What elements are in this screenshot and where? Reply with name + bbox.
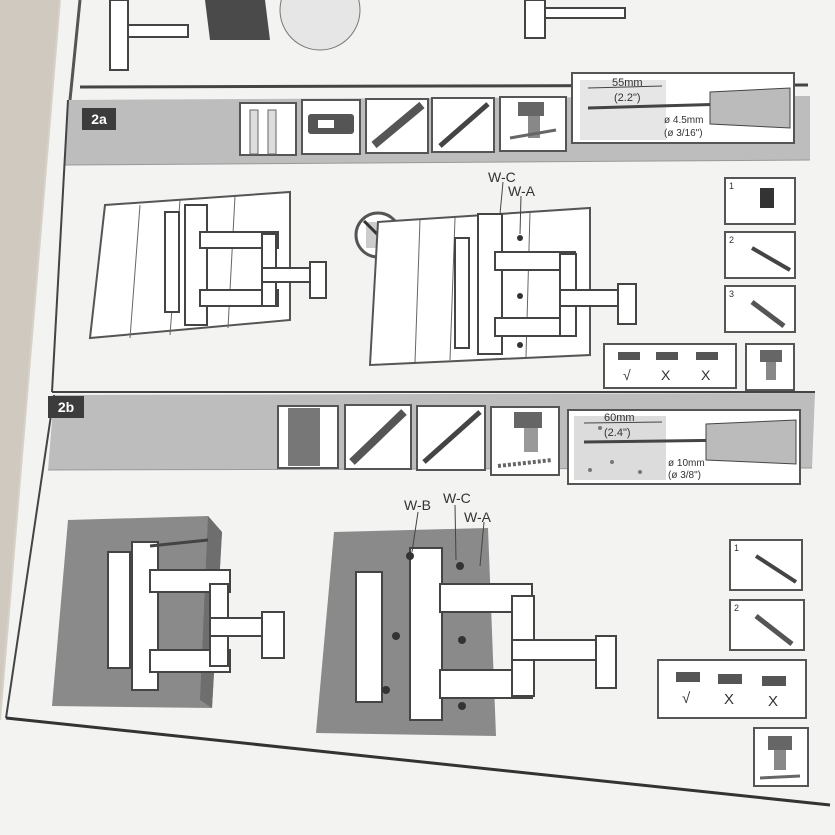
anchor-2b-no-2: X — [768, 693, 778, 710]
anchor-2a-no-1: X — [661, 367, 671, 383]
drill-depth-in-2a: (2.2") — [614, 92, 641, 104]
pencil-icon — [431, 97, 495, 153]
checklist-2a: 1 2 3 — [724, 177, 796, 333]
step-2b-section: 60mm (2.4") ø 10mm (ø 3/8") — [5, 393, 831, 807]
drill-depth-mm-2a: 55mm — [612, 77, 643, 89]
checklist-2b-step-2: 2 — [734, 603, 739, 613]
step-1-remnant — [68, 0, 809, 101]
anchor-2a-ok: √ — [623, 367, 631, 383]
screw-label-wa-2b: W-A — [464, 509, 492, 525]
screw-label-wc-2b: W-C — [443, 490, 471, 506]
checklist-2b-step-1: 1 — [734, 543, 739, 553]
checklist-2b: 1 2 — [729, 539, 805, 651]
drill-diameter-mm-2b: ø 10mm — [668, 458, 705, 469]
screw-label-wa-2a: W-A — [508, 183, 536, 199]
screw-label-wb-2b: W-B — [404, 497, 431, 513]
checklist-2a-step-1: 1 — [729, 181, 734, 191]
drill-icon-small-2a — [745, 343, 795, 391]
stud-wall-mount-diagram — [88, 190, 327, 340]
anchor-choice-2a: √ X X — [603, 343, 737, 389]
stud-finder-icon — [301, 99, 361, 155]
screw-label-wc-2a: W-C — [488, 169, 516, 185]
concrete-mount-screws-diagram: W-B W-C W-A — [316, 490, 617, 736]
drill-diameter-in-2b: (ø 3/8") — [668, 470, 701, 481]
step-label-2a: 2a — [82, 108, 116, 130]
step-label-2b: 2b — [48, 396, 84, 418]
concrete-wall-icon — [277, 405, 339, 469]
stud-wall-icon — [239, 102, 297, 156]
drill-depth-diagram-2b: 60mm (2.4") ø 10mm (ø 3/8") — [567, 409, 801, 485]
level-icon — [365, 98, 429, 154]
drill-diameter-mm-2a: ø 4.5mm — [664, 115, 703, 126]
checklist-2a-step-2: 2 — [729, 235, 734, 245]
anchor-2b-ok: √ — [682, 690, 691, 707]
anchor-2a-no-2: X — [701, 367, 711, 383]
drill-bit-icon — [490, 406, 560, 476]
drill-diameter-in-2a: (ø 3/16") — [664, 128, 703, 139]
drill-depth-mm-2b: 60mm — [604, 412, 635, 424]
pencil-icon-2b — [416, 405, 486, 471]
drill-depth-diagram-2a: 55mm (2.2") ø 4.5mm (ø 3/16") — [571, 72, 795, 144]
checklist-2a-step-3: 3 — [729, 289, 734, 299]
drill-icon-small-2b — [753, 727, 809, 787]
drywall-mount-diagram: W-C W-A — [368, 169, 637, 367]
level-icon-2b — [344, 404, 412, 470]
anchor-choice-2b: √ X X — [657, 659, 807, 719]
drill-icon — [499, 96, 567, 152]
concrete-wall-mount-diagram — [52, 516, 285, 708]
drill-depth-in-2b: (2.4") — [604, 427, 631, 439]
anchor-2b-no-1: X — [724, 691, 734, 708]
step-2a-section: 55mm (2.2") ø 4.5mm (ø 3/16") — [51, 72, 815, 393]
